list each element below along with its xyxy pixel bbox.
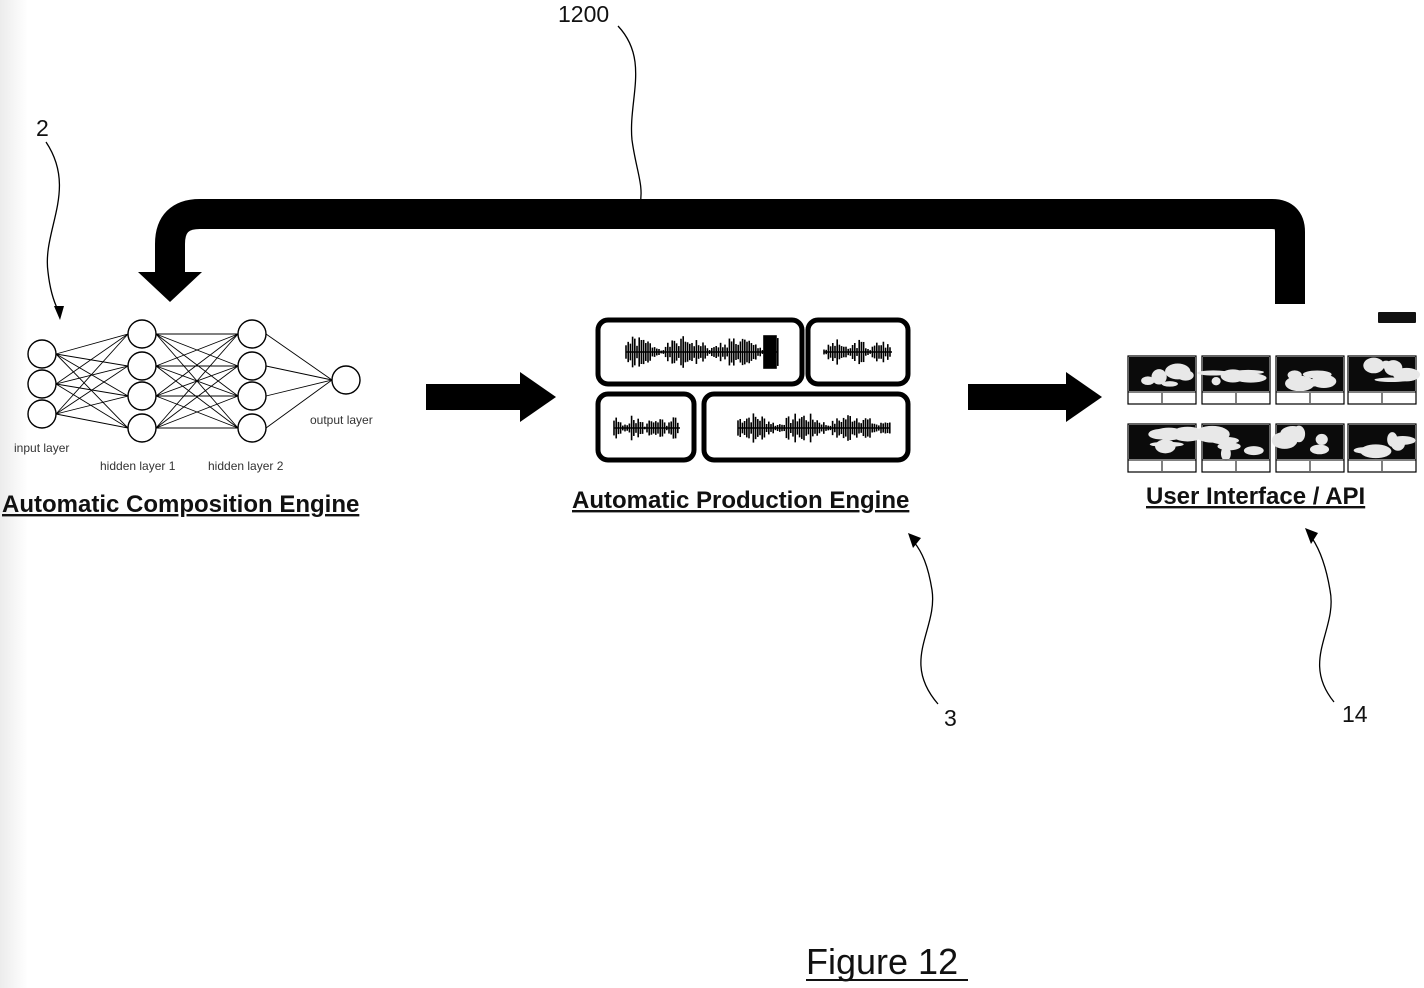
hidden-layer-1-label: hidden layer 1 [100,459,176,473]
ref-2-leader [45,141,61,311]
network-nodes [27,319,361,443]
thumbnail-image-detail [1141,376,1155,386]
waveform [737,413,891,443]
network-edge [55,333,129,415]
thumbnail-image-detail [1220,446,1231,461]
network-edge [55,353,129,367]
ui-thumbnail [1347,423,1417,473]
network-edge [265,379,333,397]
scan-edge-shade [0,0,28,988]
thumbnail-image-detail [1387,432,1398,447]
thumbnail-image-detail [1285,375,1315,392]
ui-thumbnail [1194,423,1271,473]
ref-1200-leader [617,25,642,205]
network-edge [55,333,129,355]
flow-arrow-production-to-interface [968,372,1102,422]
ref-14-leader [1311,537,1335,703]
ui-thumbnail [1271,423,1345,473]
input-layer-label: input layer [14,441,69,455]
thumbnail-image-detail [1197,370,1230,376]
ref-3-arrowhead [908,533,921,548]
ui-thumbnail [1197,355,1271,405]
ui-thumbnail [1347,355,1420,405]
ref-14: 14 [1342,701,1368,727]
network-edge [55,353,129,429]
audio-waveforms [613,335,892,443]
network-node [237,319,267,349]
network-node [237,351,267,381]
thumbnail-image-detail [1392,367,1420,382]
audio-clip [595,391,697,463]
thumbnail-image-detail [1287,370,1302,380]
thumbnail-image-detail [1300,380,1321,387]
hidden-layer-2-label: hidden layer 2 [208,459,284,473]
network-edge [55,333,129,385]
thumbnail-image-detail [1232,369,1264,375]
network-node [237,381,267,411]
ref-2-arrowhead [54,306,64,320]
waveform-peak [763,335,777,369]
ref-1200: 1200 [558,1,609,27]
interface-caption: User Interface / API [1146,483,1365,510]
composition-engine-caption: Automatic Composition Engine [2,491,359,518]
ref-3-leader [913,541,939,705]
thumbnail-image-detail [1234,373,1267,383]
feedback-arrow [138,199,1305,304]
network-edge [155,365,239,429]
network-node [27,339,57,369]
thumbnail-image-detail [1315,433,1328,445]
network-edge [55,365,129,385]
thumbnail-image-detail [1177,370,1194,381]
waveform [613,415,680,441]
thumbnail-image-detail [1151,369,1167,385]
network-edge [155,395,239,429]
network-edge [265,379,333,429]
network-node [27,369,57,399]
thumbnail-image-detail [1280,426,1306,442]
figure-title: Figure 12 [806,941,958,982]
ui-thumbnail-grid [1127,355,1420,473]
thumbnail-image-detail [1302,370,1332,379]
ref-2: 2 [36,115,49,141]
thumbnail-image-detail [1360,444,1392,459]
ref-3: 3 [944,705,957,731]
thumbnail-image-detail [1380,360,1392,369]
network-node [331,365,361,395]
thumbnail-image-detail [1211,376,1221,386]
network-node [237,413,267,443]
network-edge [55,413,129,429]
network-edge [55,383,129,429]
network-edge [55,365,129,415]
thumbnail-image-detail [1243,446,1264,456]
ui-thumbnail [1127,423,1204,473]
ui-top-button [1378,312,1416,323]
ref-14-arrowhead [1305,528,1318,544]
waveform [823,339,892,365]
ui-thumbnail [1127,355,1197,405]
network-node [127,381,157,411]
thumbnail-image-detail [1309,444,1330,455]
network-edge [265,333,333,381]
network-edge [155,333,239,367]
network-node [127,413,157,443]
flow-arrow-composition-to-production [426,372,556,422]
network-edge [265,365,333,381]
network-connections [55,333,333,429]
network-node [127,351,157,381]
network-edge [55,395,129,415]
thumbnail-image-detail [1152,427,1185,441]
network-edge [155,333,239,397]
network-node [27,399,57,429]
ui-thumbnail [1275,355,1345,405]
output-layer-label: output layer [310,413,373,427]
thumbnail-image-detail [1194,425,1230,443]
thumbnail-image-detail [1149,441,1184,447]
network-edge [155,333,239,429]
thumbnail-image-detail [1363,357,1385,374]
production-engine-caption: Automatic Production Engine [572,487,909,514]
thumbnail-image-detail [1161,381,1178,387]
network-node [127,319,157,349]
